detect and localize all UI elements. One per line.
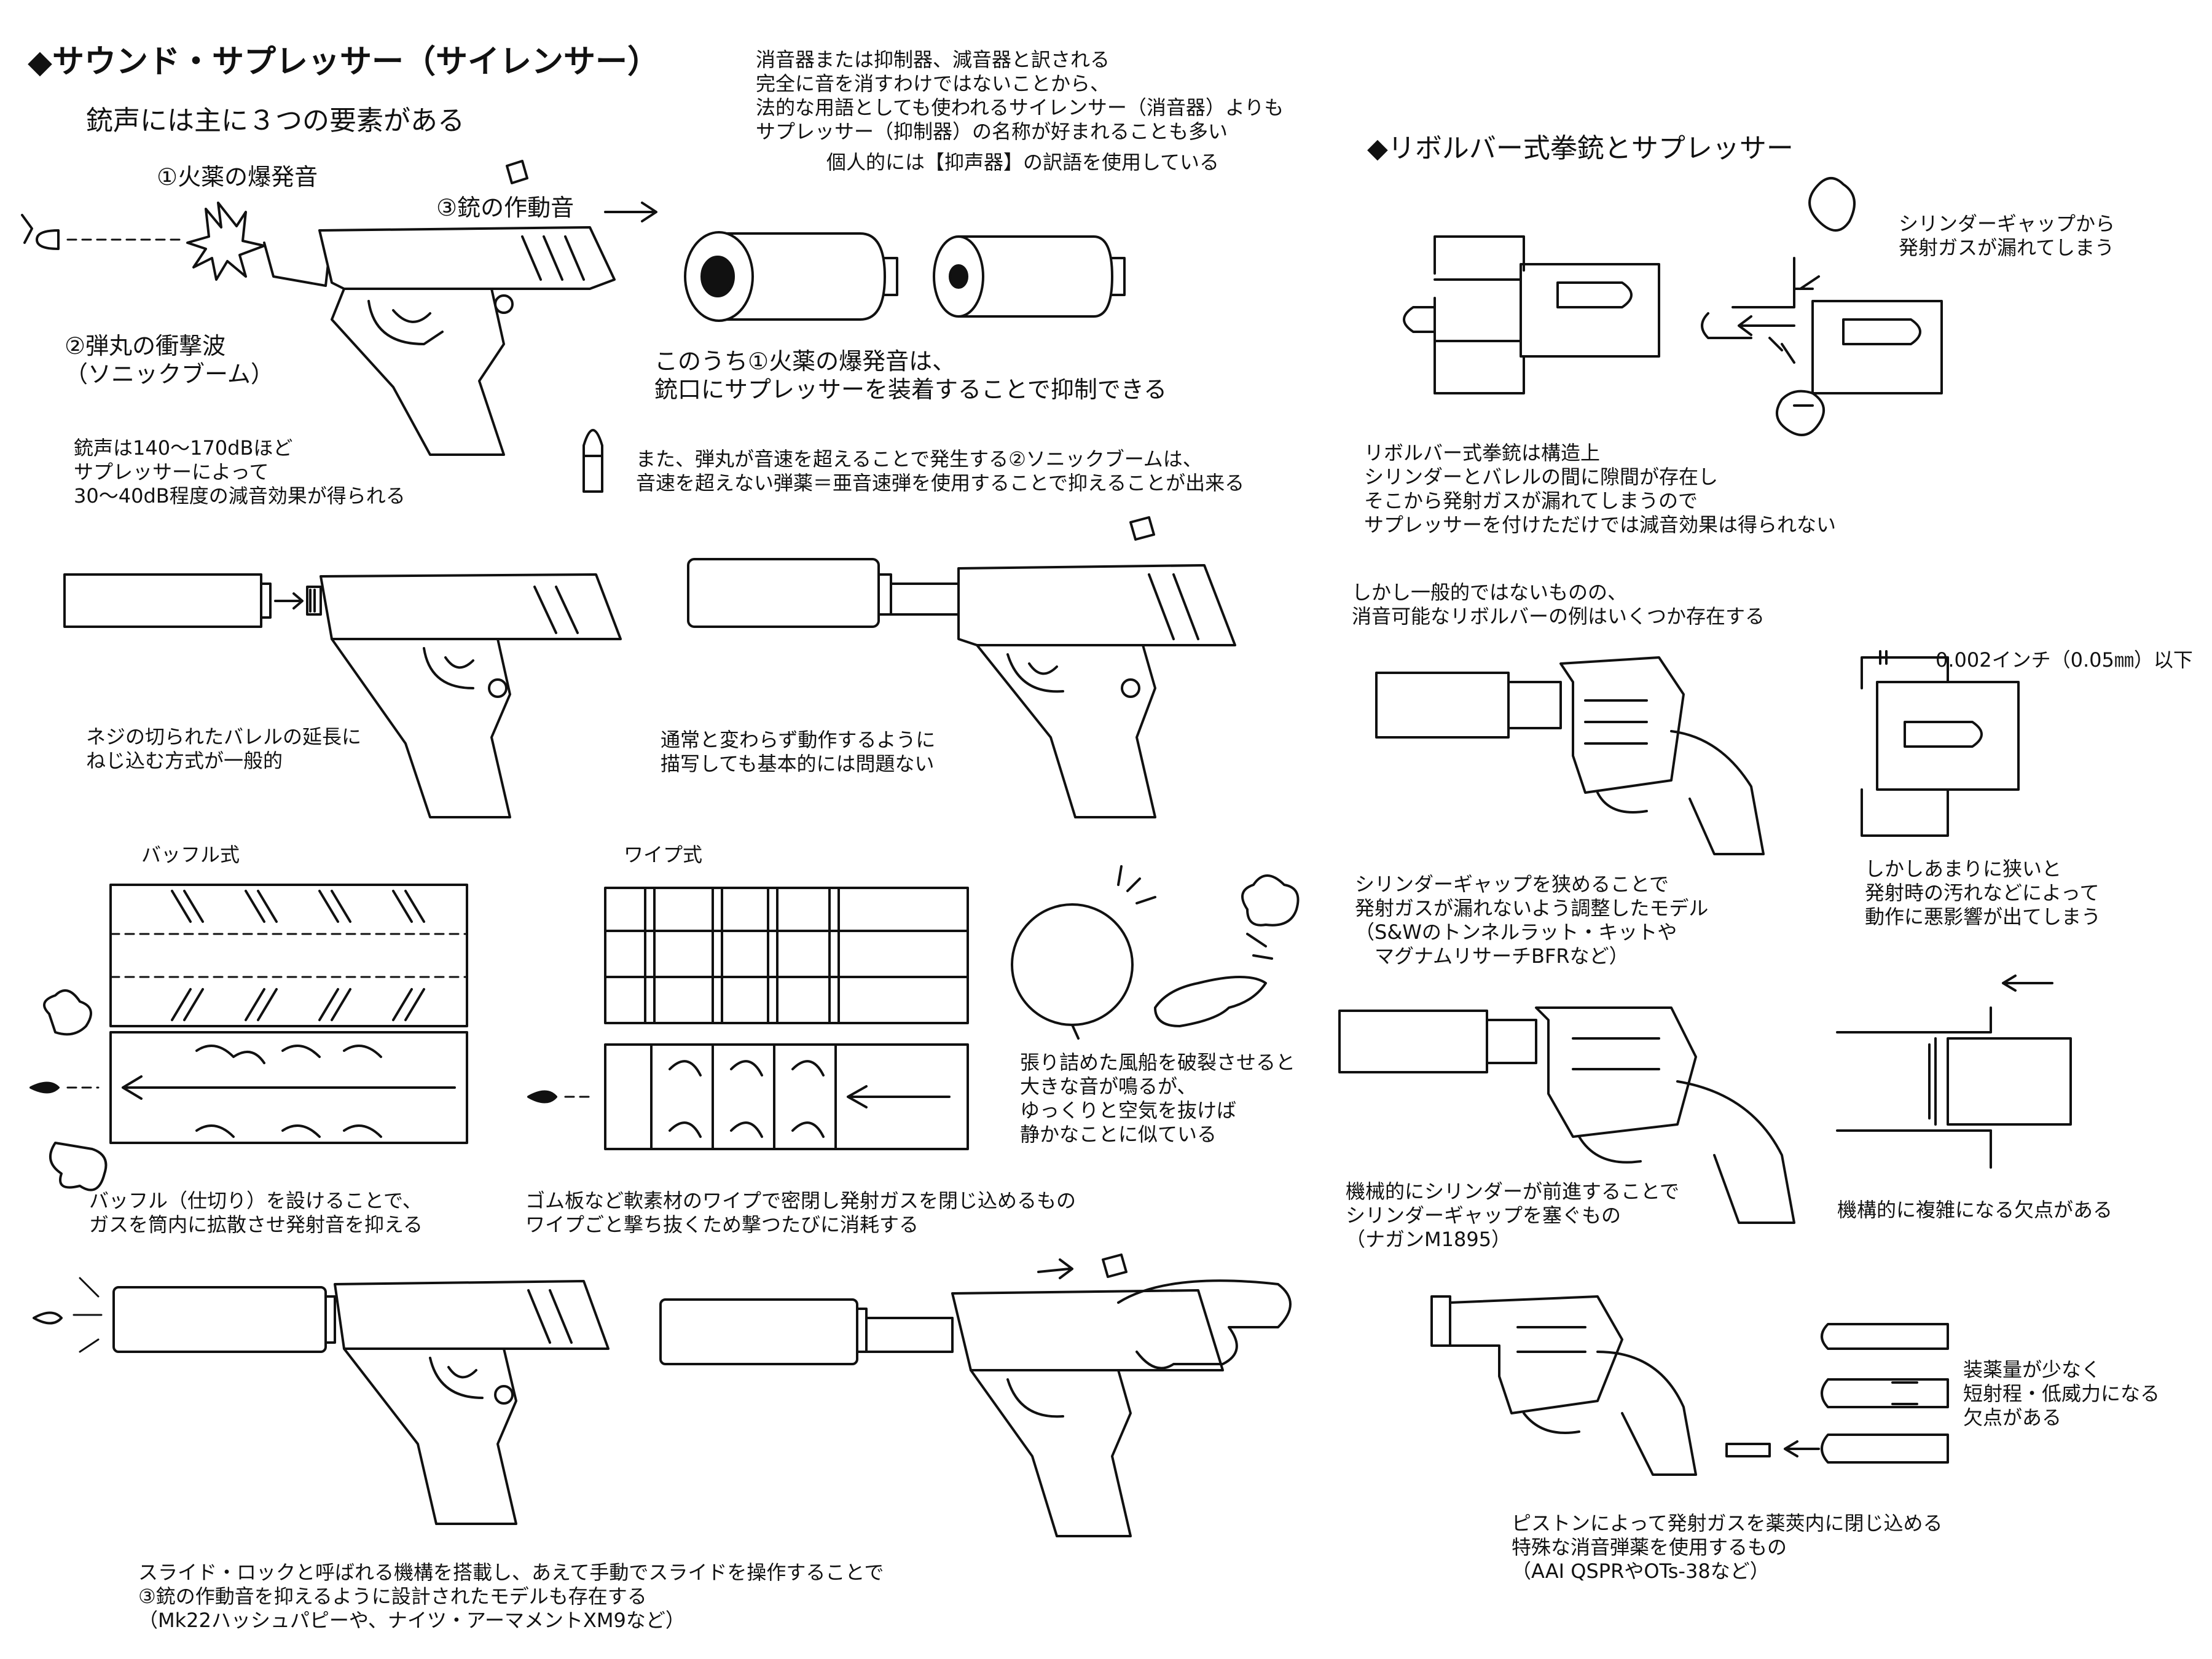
structure-note: リボルバー式拳銃は構造上 シリンダーとバレルの間に隙間が存在し そこから発射ガス… [1364, 441, 1837, 537]
balloon-note: 張り詰めた風船を破裂させると 大きな音が鳴るが、 ゆっくりと空気を抜けば 静かな… [1020, 1051, 1296, 1147]
element-1-label: ①火薬の爆発音 [157, 163, 318, 190]
dirt-note: しかしあまりに狭いと 発射時の汚れなどによって 動作に悪影響が出てしまう [1865, 857, 2101, 929]
revolver-qspr [1430, 1295, 1697, 1476]
baffle-label: バッフル式 [141, 843, 240, 866]
normal-note: 通常と変わらず動作するように 描写しても基本的には問題ない [661, 728, 936, 776]
gap-spec: 0.002インチ（0.05㎜）以下 [1936, 648, 2193, 672]
revolver-gas-leak-diagram [1701, 177, 1943, 436]
casing-icon [506, 160, 528, 184]
action-arrow-icon [604, 202, 657, 222]
subsonic-note: また、弾丸が音速を超えることで発生する②ソニックブームは、 音速を超えない弾薬＝… [636, 447, 1245, 495]
balloon-burst-icon [1011, 865, 1156, 1040]
forward-note: 機械的にシリンダーが前進することで シリンダーギャップを塞ぐもの （ナガンM18… [1346, 1180, 1680, 1252]
slide-lock-note: スライド・ロックと呼ばれる機構を搭載し、あえて手動でスライドを操作することで ③… [138, 1561, 884, 1633]
thread-note: ネジの切られたバレルの延長に ねじ込む方式が一般的 [86, 725, 362, 773]
baffle-diagram-top [109, 884, 468, 1027]
suppressor-cylinder [684, 231, 898, 322]
revolver-gap-closeup [1861, 650, 2020, 837]
suppressed-pistol-drawing [687, 516, 1236, 818]
right-title: ◆リボルバー式拳銃とサプレッサー [1367, 133, 1794, 164]
revolver-cylinder-gap-diagram [1403, 235, 1660, 394]
baffle-note: バッフル（仕切り）を設けることで、 ガスを筒内に拡散させ発射音を抑える [89, 1189, 423, 1237]
suppress-note: このうち①火薬の爆発音は、 銃口にサプレッサーを装着することで抑制できる [654, 348, 1167, 404]
blast-icon [186, 202, 265, 281]
wipe-note: ゴム板など軟素材のワイプで密閉し発射ガスを閉じ込めるもの ワイプごと撃ち抜くため… [525, 1189, 1077, 1237]
complex-note: 機構的に複雑になる欠点がある [1837, 1198, 2113, 1222]
gap-leak-note: シリンダーギャップから 発射ガスが漏れてしまう [1899, 212, 2116, 260]
left-subtitle: 銃声には主に３つの要素がある [86, 105, 465, 136]
threaded-pistol-drawing [306, 573, 622, 818]
possible-note: しかし一般的ではないものの、 消音可能なリボルバーの例はいくつか存在する [1352, 581, 1765, 629]
baffle-diagram-bottom [29, 989, 468, 1191]
element-3-label: ③銃の作動音 [436, 194, 575, 221]
detached-suppressor [63, 573, 304, 628]
bullet-icon [21, 214, 186, 250]
suppressor-cutaway [933, 235, 1126, 318]
wipe-diagram-bottom [527, 1043, 969, 1150]
subsonic-bullet-icon [582, 429, 603, 493]
pistol-drawing [263, 226, 616, 456]
decibel-note: 銃声は140～170dBほど サプレッサーによって 30～40dB程度の減音効果… [74, 436, 406, 508]
revolver-nagant [1338, 1006, 1795, 1224]
intro-note: 消音器または抑制器、減音器と訳される 完全に音を消すわけではないことから、 法的… [756, 48, 1284, 144]
revolver-forward-cylinder [1836, 975, 2072, 1169]
narrow-note: シリンダーギャップを狭めることで 発射ガスが漏れないよう調整したモデル （S&W… [1355, 873, 1709, 968]
special-cartridges [1725, 1323, 1949, 1464]
left-title: ◆サウンド・サプレッサー（サイレンサー） [28, 44, 659, 80]
revolver-tunnel-rat [1375, 656, 1765, 855]
suppressed-pistol-2-drawing [112, 1280, 610, 1525]
wipe-diagram-top [604, 887, 969, 1024]
charge-note: 装薬量が少なく 短射程・低威力になる 欠点がある [1963, 1358, 2160, 1430]
element-2-label: ②弾丸の衝撃波 （ソニックブーム） [65, 332, 274, 388]
slide-lock-pistol-drawing [659, 1253, 1292, 1537]
subsonic-shot-icon [33, 1277, 103, 1353]
personal-note: 個人的には【抑声器】の訳語を使用している [826, 151, 1220, 174]
balloon-deflate-icon [1154, 874, 1300, 1027]
piston-note: ピストンによって発射ガスを薬莢内に閉じ込める 特殊な消音弾薬を使用するもの （A… [1512, 1512, 1943, 1583]
wipe-label: ワイプ式 [624, 843, 703, 866]
